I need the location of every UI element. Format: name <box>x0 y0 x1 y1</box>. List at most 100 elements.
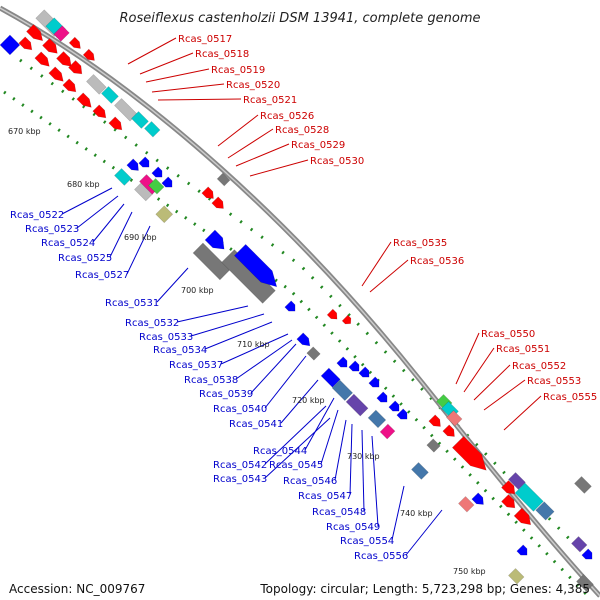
gene-label: Rcas_0550 <box>481 329 535 340</box>
gene-label: Rcas_0542 <box>213 460 267 471</box>
label-connector-line <box>391 485 405 541</box>
label-connector-line <box>369 259 409 293</box>
gene-feature <box>284 300 296 312</box>
label-connector-line <box>264 355 307 409</box>
label-connector-line <box>250 343 297 394</box>
gene-feature <box>26 24 44 42</box>
gene-feature <box>535 501 555 521</box>
gene-feature <box>68 36 81 49</box>
backbone <box>0 5 600 598</box>
gene-label: Rcas_0551 <box>496 344 550 355</box>
gene-label: Rcas_0533 <box>139 332 193 343</box>
gene-feature <box>513 507 532 526</box>
gene-label: Rcas_0556 <box>354 551 408 562</box>
label-connector-line <box>156 267 189 303</box>
gene-label: Rcas_0552 <box>512 361 566 372</box>
gene-feature <box>161 176 173 188</box>
gene-feature <box>201 186 214 199</box>
label-connector-line <box>235 143 290 167</box>
gene-label: Rcas_0549 <box>326 522 380 533</box>
tick-label: 730 kbp <box>347 452 380 461</box>
map-title: Roseiflexus castenholzii DSM 13941, comp… <box>120 11 481 26</box>
gene-feature <box>516 544 528 556</box>
gene-feature <box>204 229 225 250</box>
label-connector-line <box>320 409 339 465</box>
gene-feature <box>446 410 463 427</box>
gene-label: Rcas_0548 <box>312 507 366 518</box>
gene-feature <box>296 332 311 347</box>
gene-feature <box>42 38 58 54</box>
label-connector-line <box>145 68 210 83</box>
gene-label: Rcas_0521 <box>243 95 297 106</box>
gene-feature <box>508 568 525 585</box>
gene-feature <box>341 314 352 325</box>
label-connector-line <box>361 241 392 287</box>
gene-feature <box>126 158 139 171</box>
gene-feature <box>451 435 487 471</box>
label-connector-line <box>483 379 526 411</box>
tick-label: 680 kbp <box>67 180 100 189</box>
label-connector-line <box>371 435 379 527</box>
gene-feature <box>155 205 174 224</box>
tick-label: 670 kbp <box>8 127 41 136</box>
gene-features <box>0 9 594 592</box>
label-connector-line <box>334 419 347 481</box>
gene-feature <box>108 116 123 131</box>
gene-label: Rcas_0547 <box>298 491 352 502</box>
label-connector-line <box>405 509 443 556</box>
tick-label: 700 kbp <box>181 286 214 295</box>
gene-label: Rcas_0523 <box>25 224 79 235</box>
label-connector-line <box>349 423 353 496</box>
gene-feature <box>216 172 231 187</box>
gene-feature <box>101 86 119 104</box>
label-connector-line <box>280 379 319 424</box>
label-connector-line <box>361 429 365 512</box>
gene-label: Rcas_0519 <box>211 65 265 76</box>
gene-label: Rcas_0545 <box>269 460 323 471</box>
tick-labels: 670 kbp 680 kbp 690 kbp 700 kbp 710 kbp … <box>8 127 486 576</box>
upper-gene-labels: Rcas_0517 Rcas_0518 Rcas_0519 Rcas_0520 … <box>178 34 597 403</box>
label-connector-line <box>127 37 177 65</box>
gene-feature <box>396 408 408 420</box>
tick-label: 750 kbp <box>453 567 486 576</box>
gene-feature <box>192 242 231 281</box>
gene-label: Rcas_0540 <box>213 404 267 415</box>
gene-feature <box>138 156 150 168</box>
gene-feature <box>320 367 341 388</box>
label-connector-line <box>190 313 265 337</box>
gene-feature <box>508 472 526 490</box>
label-connector-line <box>473 364 511 401</box>
tick-label: 710 kbp <box>237 340 270 349</box>
label-connector-line <box>139 52 194 75</box>
gene-feature <box>148 178 165 195</box>
label-connector-line <box>157 98 242 101</box>
label-connector-line <box>235 339 293 380</box>
gene-label: Rcas_0528 <box>275 125 329 136</box>
accession-text: Accession: NC_009767 <box>9 582 146 596</box>
label-connector-line <box>249 159 309 177</box>
gene-feature <box>501 494 516 509</box>
gene-label: Rcas_0537 <box>169 360 223 371</box>
gene-feature <box>18 36 33 51</box>
gene-feature <box>76 92 92 108</box>
tick-label: 720 kbp <box>292 396 325 405</box>
label-connector-line <box>264 417 331 479</box>
label-connector-line <box>227 128 274 159</box>
gene-feature <box>211 196 224 209</box>
gene-label: Rcas_0526 <box>260 111 314 122</box>
gene-label: Rcas_0524 <box>41 238 95 249</box>
gene-feature <box>151 166 163 178</box>
gene-label: Rcas_0536 <box>410 256 464 267</box>
gene-label: Rcas_0554 <box>340 536 394 547</box>
label-connector-line <box>204 321 273 350</box>
gene-feature <box>574 476 592 494</box>
gene-label: Rcas_0535 <box>393 238 447 249</box>
label-connector-line <box>264 405 327 465</box>
gene-feature <box>144 121 161 138</box>
gene-feature <box>114 168 132 186</box>
gene-feature <box>348 360 360 372</box>
gene-feature <box>336 356 348 368</box>
gene-feature <box>131 111 149 129</box>
label-connector-line <box>109 211 133 258</box>
